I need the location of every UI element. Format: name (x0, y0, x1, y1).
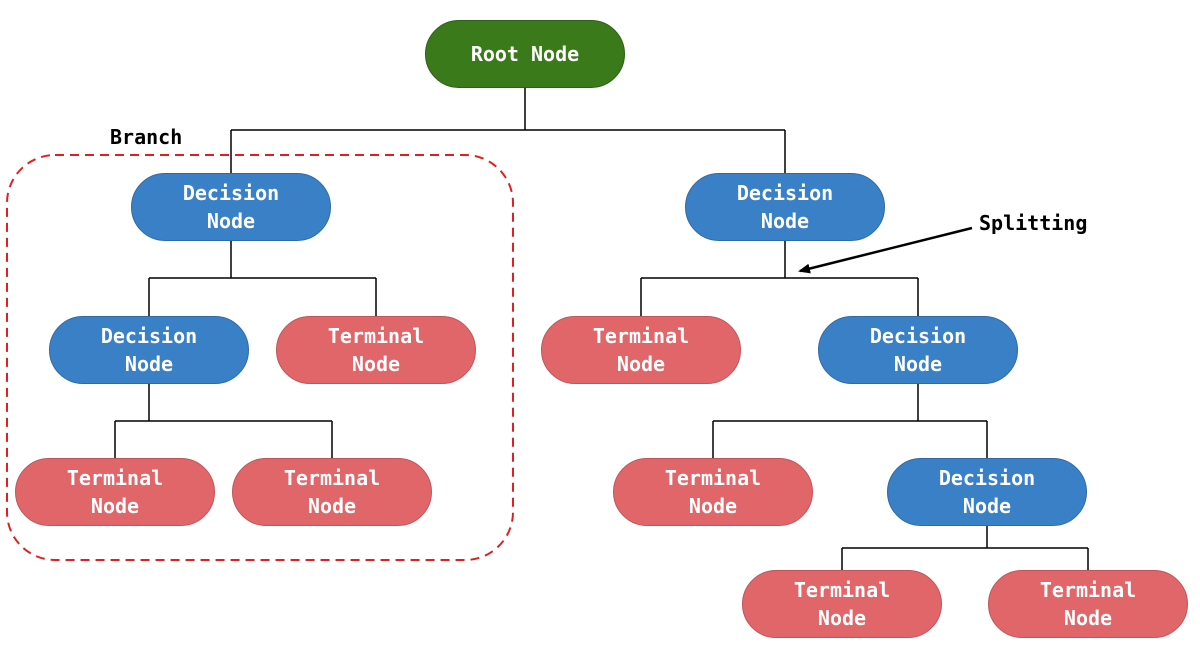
decision-node-left-sub: Decision Node (49, 316, 249, 384)
tree-connectors (114, 88, 1089, 570)
connector-deep-decision (841, 526, 1089, 570)
decision-node-label: Decision Node (182, 181, 280, 233)
terminal-node-label: Terminal Node (66, 466, 164, 518)
connector-right-sub-decision (712, 384, 988, 458)
decision-node-label: Decision Node (938, 466, 1036, 518)
connector-root (230, 88, 786, 173)
branch-label: Branch (110, 125, 183, 149)
splitting-label: Splitting (979, 211, 1088, 235)
connector-left-decision (148, 241, 377, 316)
terminal-node-label: Terminal Node (592, 324, 690, 376)
root-node-label: Root Node (470, 42, 580, 66)
decision-node-label: Decision Node (736, 181, 834, 233)
terminal-node-label: Terminal Node (1039, 578, 1137, 630)
terminal-node-left-c: Terminal Node (232, 458, 432, 526)
terminal-node-deep-b: Terminal Node (988, 570, 1188, 638)
terminal-node-right-b: Terminal Node (613, 458, 813, 526)
decision-node-right: Decision Node (685, 173, 885, 241)
decision-node-right-sub: Decision Node (818, 316, 1018, 384)
terminal-node-left-b: Terminal Node (15, 458, 215, 526)
splitting-arrow (798, 226, 973, 274)
terminal-node-deep-a: Terminal Node (742, 570, 942, 638)
decision-node-deep: Decision Node (887, 458, 1087, 526)
connector-left-sub-decision (114, 384, 333, 458)
terminal-node-label: Terminal Node (327, 324, 425, 376)
connector-right-decision (640, 241, 919, 316)
decision-node-left: Decision Node (131, 173, 331, 241)
terminal-node-left-a: Terminal Node (276, 316, 476, 384)
terminal-node-label: Terminal Node (283, 466, 381, 518)
root-node: Root Node (425, 20, 625, 88)
decision-node-label: Decision Node (869, 324, 967, 376)
terminal-node-label: Terminal Node (793, 578, 891, 630)
terminal-node-label: Terminal Node (664, 466, 762, 518)
terminal-node-right-a: Terminal Node (541, 316, 741, 384)
decision-node-label: Decision Node (100, 324, 198, 376)
